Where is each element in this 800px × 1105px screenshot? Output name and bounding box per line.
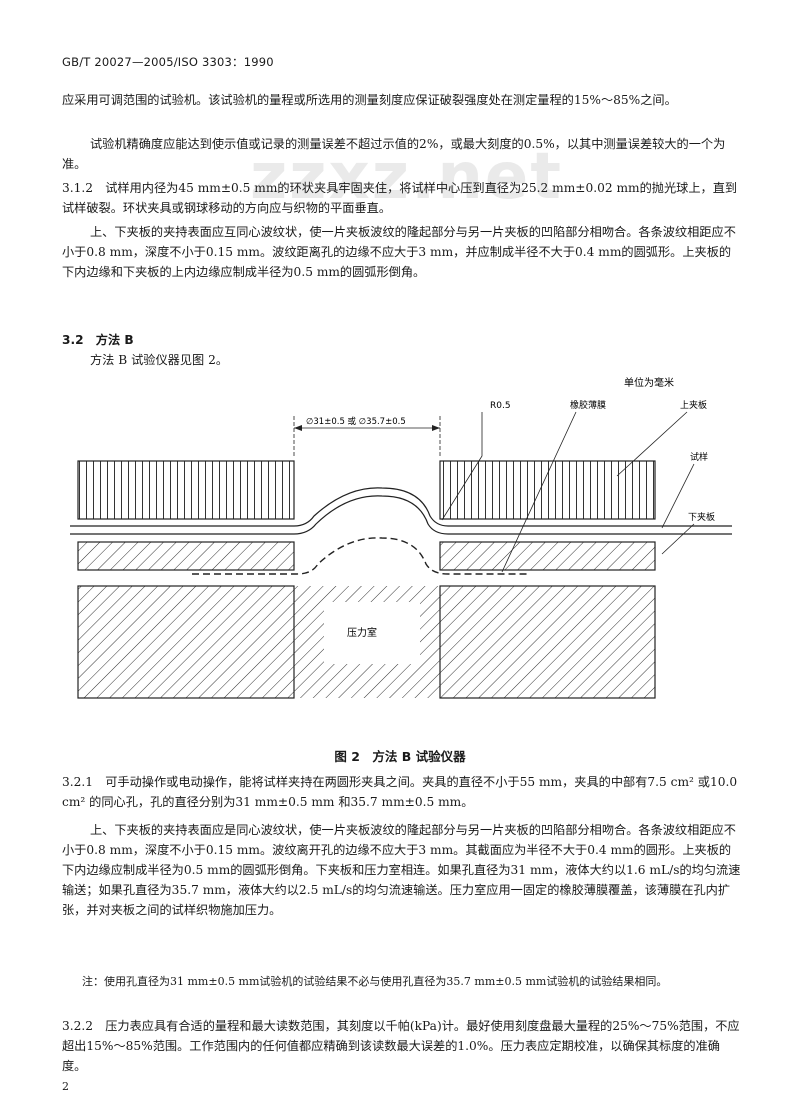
specimen-top-line xyxy=(70,487,732,527)
pressure-chamber-label: 压力室 xyxy=(347,626,377,639)
diameter-dimension-label: ∅31±0.5 或 ∅35.7±0.5 xyxy=(306,416,406,427)
specimen-bottom-line xyxy=(70,495,732,535)
lower-clamp-right xyxy=(439,541,656,571)
section-3-2-heading: 3.2 方法 B xyxy=(62,333,134,347)
specimen-label: 试样 xyxy=(690,451,708,463)
pressure-chamber-left xyxy=(77,585,295,699)
paragraph-clamp-surface-b: 上、下夹板的夹持表面应是同心波纹状，使一片夹板波纹的隆起部分与另一片夹板的凹陷部… xyxy=(62,823,741,917)
figure-caption: 图 2 方法 B 试验仪器 xyxy=(334,749,466,764)
radius-label: R0.5 xyxy=(490,401,511,411)
unit-label: 单位为毫米 xyxy=(624,376,674,389)
lower-clamp-label: 下夹板 xyxy=(688,511,715,523)
paragraph-method-b-intro: 方法 B 试验仪器见图 2。 xyxy=(90,353,229,367)
membrane-label: 橡胶薄膜 xyxy=(570,399,606,411)
paragraph-accuracy: 试验机精确度应能达到使示值或记录的测量误差不超过示值的2%，或最大刻度的0.5%… xyxy=(62,137,726,171)
paragraph-range: 应采用可调范围的试验机。该试验机的量程或所选用的测量刻度应保证破裂强度处在测定量… xyxy=(62,93,677,107)
upper-clamp-left xyxy=(77,460,295,520)
lower-clamp-left xyxy=(77,541,295,571)
upper-clamp-label: 上夹板 xyxy=(680,399,707,411)
rubber-membrane xyxy=(192,537,530,575)
standard-header: GB/T 20027—2005/ISO 3303：1990 xyxy=(62,55,274,69)
paragraph-3-2-2: 3.2.2 压力表应具有合适的量程和最大读数范围，其刻度以千帕(kPa)计。最好… xyxy=(62,1019,740,1073)
pressure-chamber-right xyxy=(439,585,656,699)
watermark: zzxz.net xyxy=(250,140,563,214)
figure-2-diagram: 单位为毫米 压力室 ∅31±0.5 或 ∅35.7±0.5 R0.5 橡胶薄膜 xyxy=(70,376,732,699)
page-number: 2 xyxy=(62,1080,69,1093)
upper-clamp-right xyxy=(439,460,656,520)
paragraph-clamp-surface-a: 上、下夹板的夹持表面应互同心波纹状，使一片夹板波纹的隆起部分与另一片夹板的凹陷部… xyxy=(62,225,736,279)
note: 注：使用孔直径为31 mm±0.5 mm试验机的试验结果不必与使用孔直径为35.… xyxy=(82,975,668,988)
paragraph-3-1-2: 3.1.2 试样用内径为45 mm±0.5 mm的环状夹具牢固夹住，将试样中心压… xyxy=(62,181,738,215)
paragraph-3-2-1: 3.2.1 可手动操作或电动操作，能将试样夹持在两圆形夹具之间。夹具的直径不小于… xyxy=(62,775,738,809)
